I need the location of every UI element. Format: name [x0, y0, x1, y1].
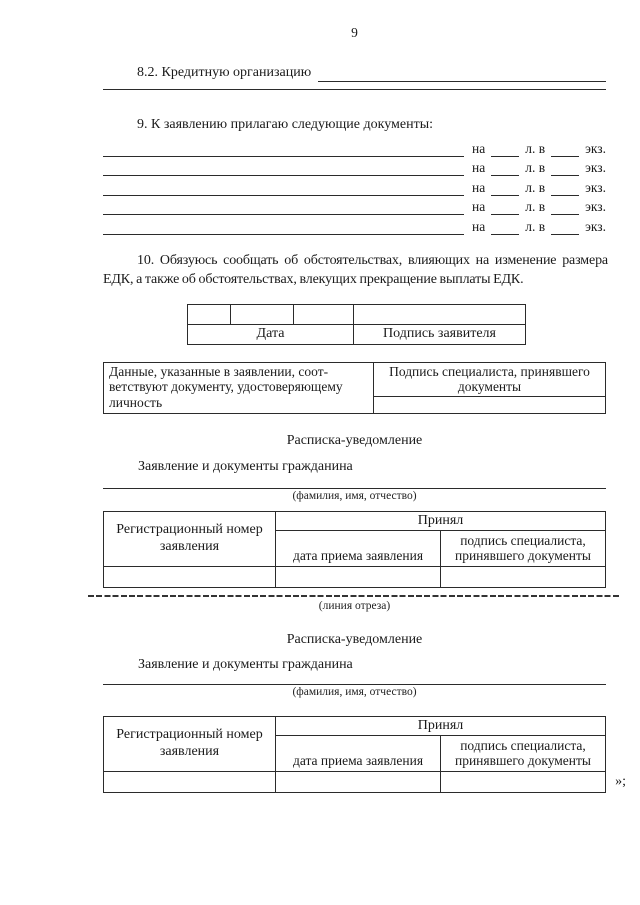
- registration-table: Регистрационный номер заявления Принял д…: [103, 510, 606, 588]
- sheets-label: л. в: [525, 199, 546, 214]
- copies-label: экз.: [585, 179, 606, 195]
- accepted-header-cell: Принял: [275, 510, 606, 531]
- fio-caption: (фамилия, имя, отчество): [292, 489, 417, 502]
- document-name-blank-line[interactable]: [103, 182, 465, 196]
- section-10-paragraph: 10. Обязуюсь сообщать об обстоятельствах…: [103, 252, 608, 287]
- registration-table-wrapper: Регистрационный номер заявления Принял д…: [103, 715, 626, 793]
- attachment-row: на л. в экз.: [103, 137, 606, 157]
- na-label: на: [472, 140, 486, 156]
- page-number: 9: [351, 25, 358, 40]
- copies-blank-line[interactable]: [551, 182, 580, 196]
- specialist-signature-cell: Подпись специалиста, принявшего документ…: [373, 361, 606, 414]
- page-content: 9 8.2. Кредитную организацию 9. К заявле…: [88, 0, 626, 793]
- copies-blank-line[interactable]: [551, 221, 580, 235]
- date-col-header-cell: дата приема заявления: [275, 529, 441, 567]
- fio-underline[interactable]: [103, 487, 606, 489]
- signature-label-cell: Подпись заявителя: [353, 323, 526, 345]
- section-divider-line: [103, 89, 606, 90]
- sheets-label: л. в: [525, 140, 546, 156]
- sheets-label: л. в: [525, 160, 546, 175]
- sheets-blank-line[interactable]: [491, 221, 520, 235]
- specialist-signature-blank[interactable]: [374, 397, 605, 412]
- reg-number-header-cell: Регистрационный номер заявления: [103, 715, 276, 772]
- na-label: на: [472, 218, 486, 234]
- section-9-heading: 9. К заявлению прилагаю следующие докуме…: [137, 117, 434, 132]
- document-name-blank-line[interactable]: [103, 143, 465, 157]
- sheets-blank-line[interactable]: [491, 162, 520, 176]
- document-name-blank-line[interactable]: [103, 221, 465, 235]
- fio-caption: (фамилия, имя, отчество): [292, 685, 417, 698]
- sheets-blank-line[interactable]: [491, 182, 520, 196]
- date-label-cell: Дата: [187, 323, 354, 345]
- signature-blank-cell[interactable]: [440, 770, 606, 793]
- signature-blank-cell[interactable]: [440, 565, 606, 588]
- attachment-row: на л. в экз.: [103, 215, 606, 235]
- receipt-lead: Заявление и документы гражданина: [138, 656, 353, 672]
- reg-number-blank-cell[interactable]: [103, 770, 276, 793]
- cut-dashed-line: [88, 594, 621, 597]
- date-blank-cell[interactable]: [275, 770, 441, 793]
- copies-label: экз.: [585, 160, 606, 175]
- sheets-blank-line[interactable]: [491, 143, 520, 157]
- na-label: на: [472, 160, 486, 175]
- cut-line-caption: (линия отреза): [318, 599, 391, 612]
- date-blank-cell[interactable]: [275, 565, 441, 588]
- copies-label: экз.: [585, 199, 606, 214]
- reg-number-blank-cell[interactable]: [103, 565, 276, 588]
- sheets-label: л. в: [525, 179, 546, 195]
- receipt-title: Расписка-уведомление: [286, 631, 423, 647]
- signature-col-header-cell: подпись специалиста, принявшего документ…: [440, 734, 606, 772]
- document-name-blank-line[interactable]: [103, 162, 465, 176]
- attachment-list: на л. в экз. на л. в экз. на л. в эк: [103, 137, 606, 235]
- date-day-cell[interactable]: [187, 303, 231, 325]
- attachment-row: на л. в экз.: [103, 196, 606, 215]
- date-col-header-cell: дата приема заявления: [275, 734, 441, 772]
- receipt-title: Расписка-уведомление: [286, 432, 423, 448]
- attachment-row: на л. в экз.: [103, 176, 606, 196]
- accepted-header-cell: Принял: [275, 715, 606, 736]
- section-8-2-row: 8.2. Кредитную организацию: [103, 63, 606, 82]
- closing-quote-mark: »;: [615, 773, 626, 789]
- copies-blank-line[interactable]: [551, 143, 580, 157]
- fio-underline[interactable]: [103, 683, 606, 685]
- date-year-cell[interactable]: [293, 303, 354, 325]
- specialist-signature-header: Подпись специалиста, принявшего документ…: [374, 363, 605, 398]
- sheets-label: л. в: [525, 218, 546, 234]
- applicant-signature-cell[interactable]: [353, 303, 526, 325]
- receipt-lead: Заявление и документы гражданина: [138, 458, 353, 474]
- signature-col-header-cell: подпись специалиста, принявшего документ…: [440, 529, 606, 567]
- date-signature-table: Дата Подпись заявителя: [187, 303, 526, 345]
- registration-table: Регистрационный номер заявления Принял д…: [103, 715, 606, 793]
- verification-statement-cell: Данные, указанные в заявлении, соот- вет…: [103, 361, 374, 414]
- copies-blank-line[interactable]: [551, 162, 580, 176]
- document-name-blank-line[interactable]: [103, 201, 465, 215]
- credit-organization-blank-line[interactable]: [318, 67, 606, 82]
- attachment-row: на л. в экз.: [103, 157, 606, 176]
- na-label: на: [472, 179, 486, 195]
- sheets-blank-line[interactable]: [491, 201, 520, 215]
- na-label: на: [472, 199, 486, 214]
- section-8-2-label: 8.2. Кредитную организацию: [137, 65, 312, 80]
- copies-label: экз.: [585, 140, 606, 156]
- verification-table: Данные, указанные в заявлении, соот- вет…: [103, 361, 606, 414]
- copies-label: экз.: [585, 218, 606, 234]
- date-month-cell[interactable]: [230, 303, 294, 325]
- copies-blank-line[interactable]: [551, 201, 580, 215]
- reg-number-header-cell: Регистрационный номер заявления: [103, 510, 276, 567]
